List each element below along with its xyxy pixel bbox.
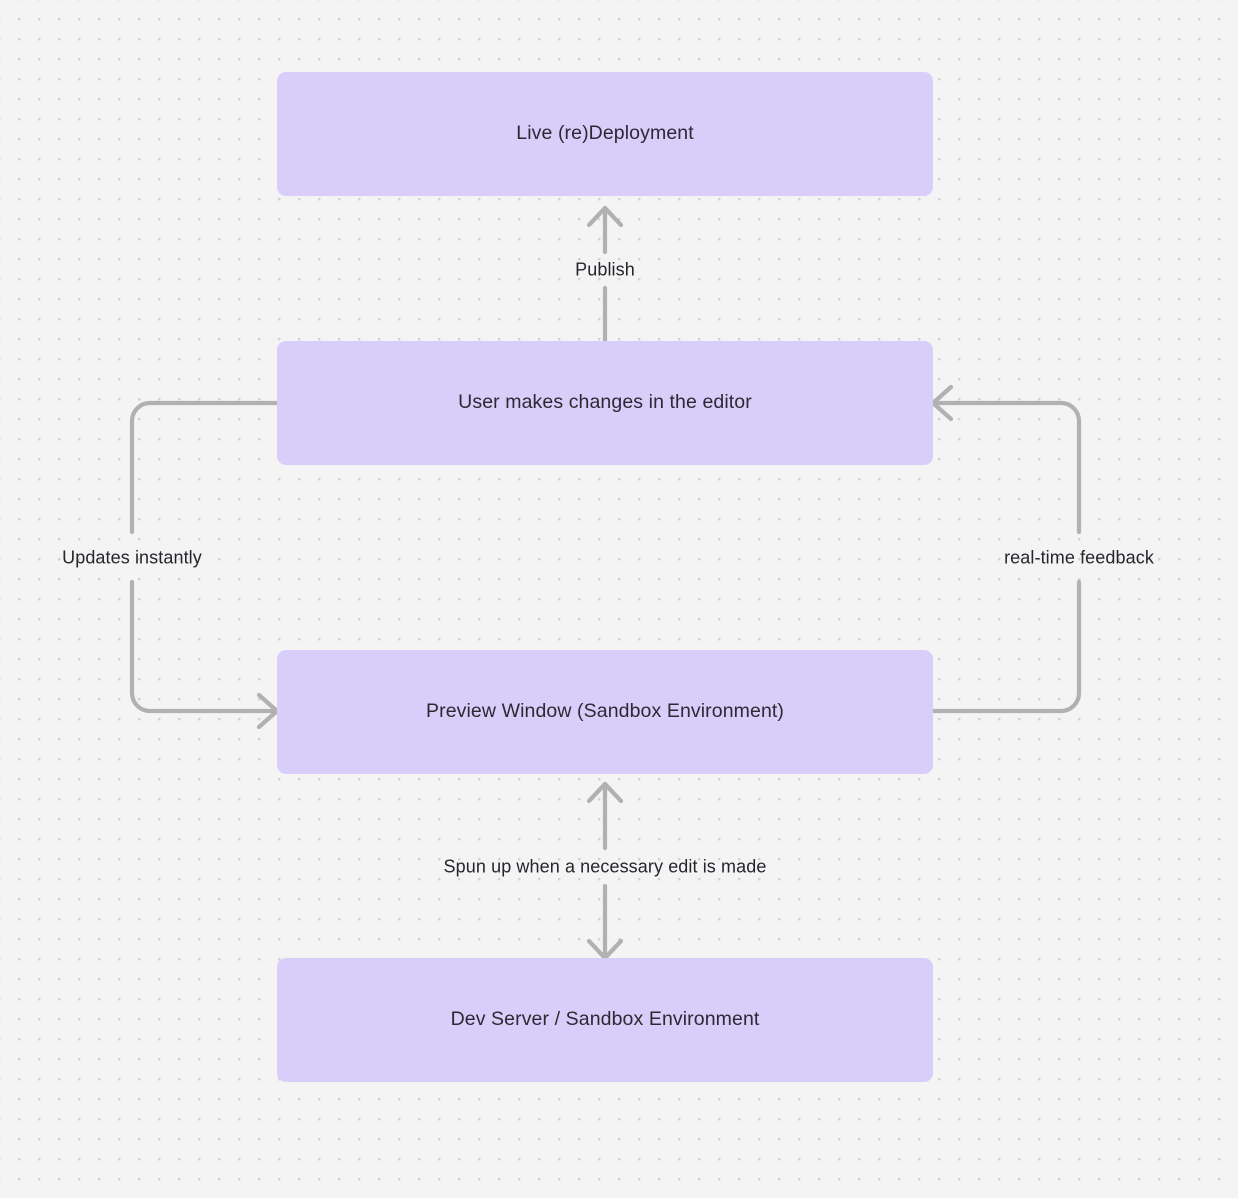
edge-label-spun-up: Spun up when a necessary edit is made [443,856,767,877]
edge-label-updates-instantly: Updates instantly [62,547,202,568]
edge-label-publish: Publish [575,259,635,280]
node-user-edits[interactable]: User makes changes in the editor [277,341,933,465]
node-preview-window[interactable]: Preview Window (Sandbox Environment) [277,650,933,774]
node-preview-window-label: Preview Window (Sandbox Environment) [426,700,784,723]
node-dev-server[interactable]: Dev Server / Sandbox Environment [277,958,933,1082]
node-dev-server-label: Dev Server / Sandbox Environment [450,1008,760,1031]
edge-label-real-time-feedback: real-time feedback [1004,547,1154,568]
node-user-edits-label: User makes changes in the editor [458,391,752,414]
node-live-deployment[interactable]: Live (re)Deployment [277,72,933,196]
node-live-deployment-label: Live (re)Deployment [516,122,694,145]
